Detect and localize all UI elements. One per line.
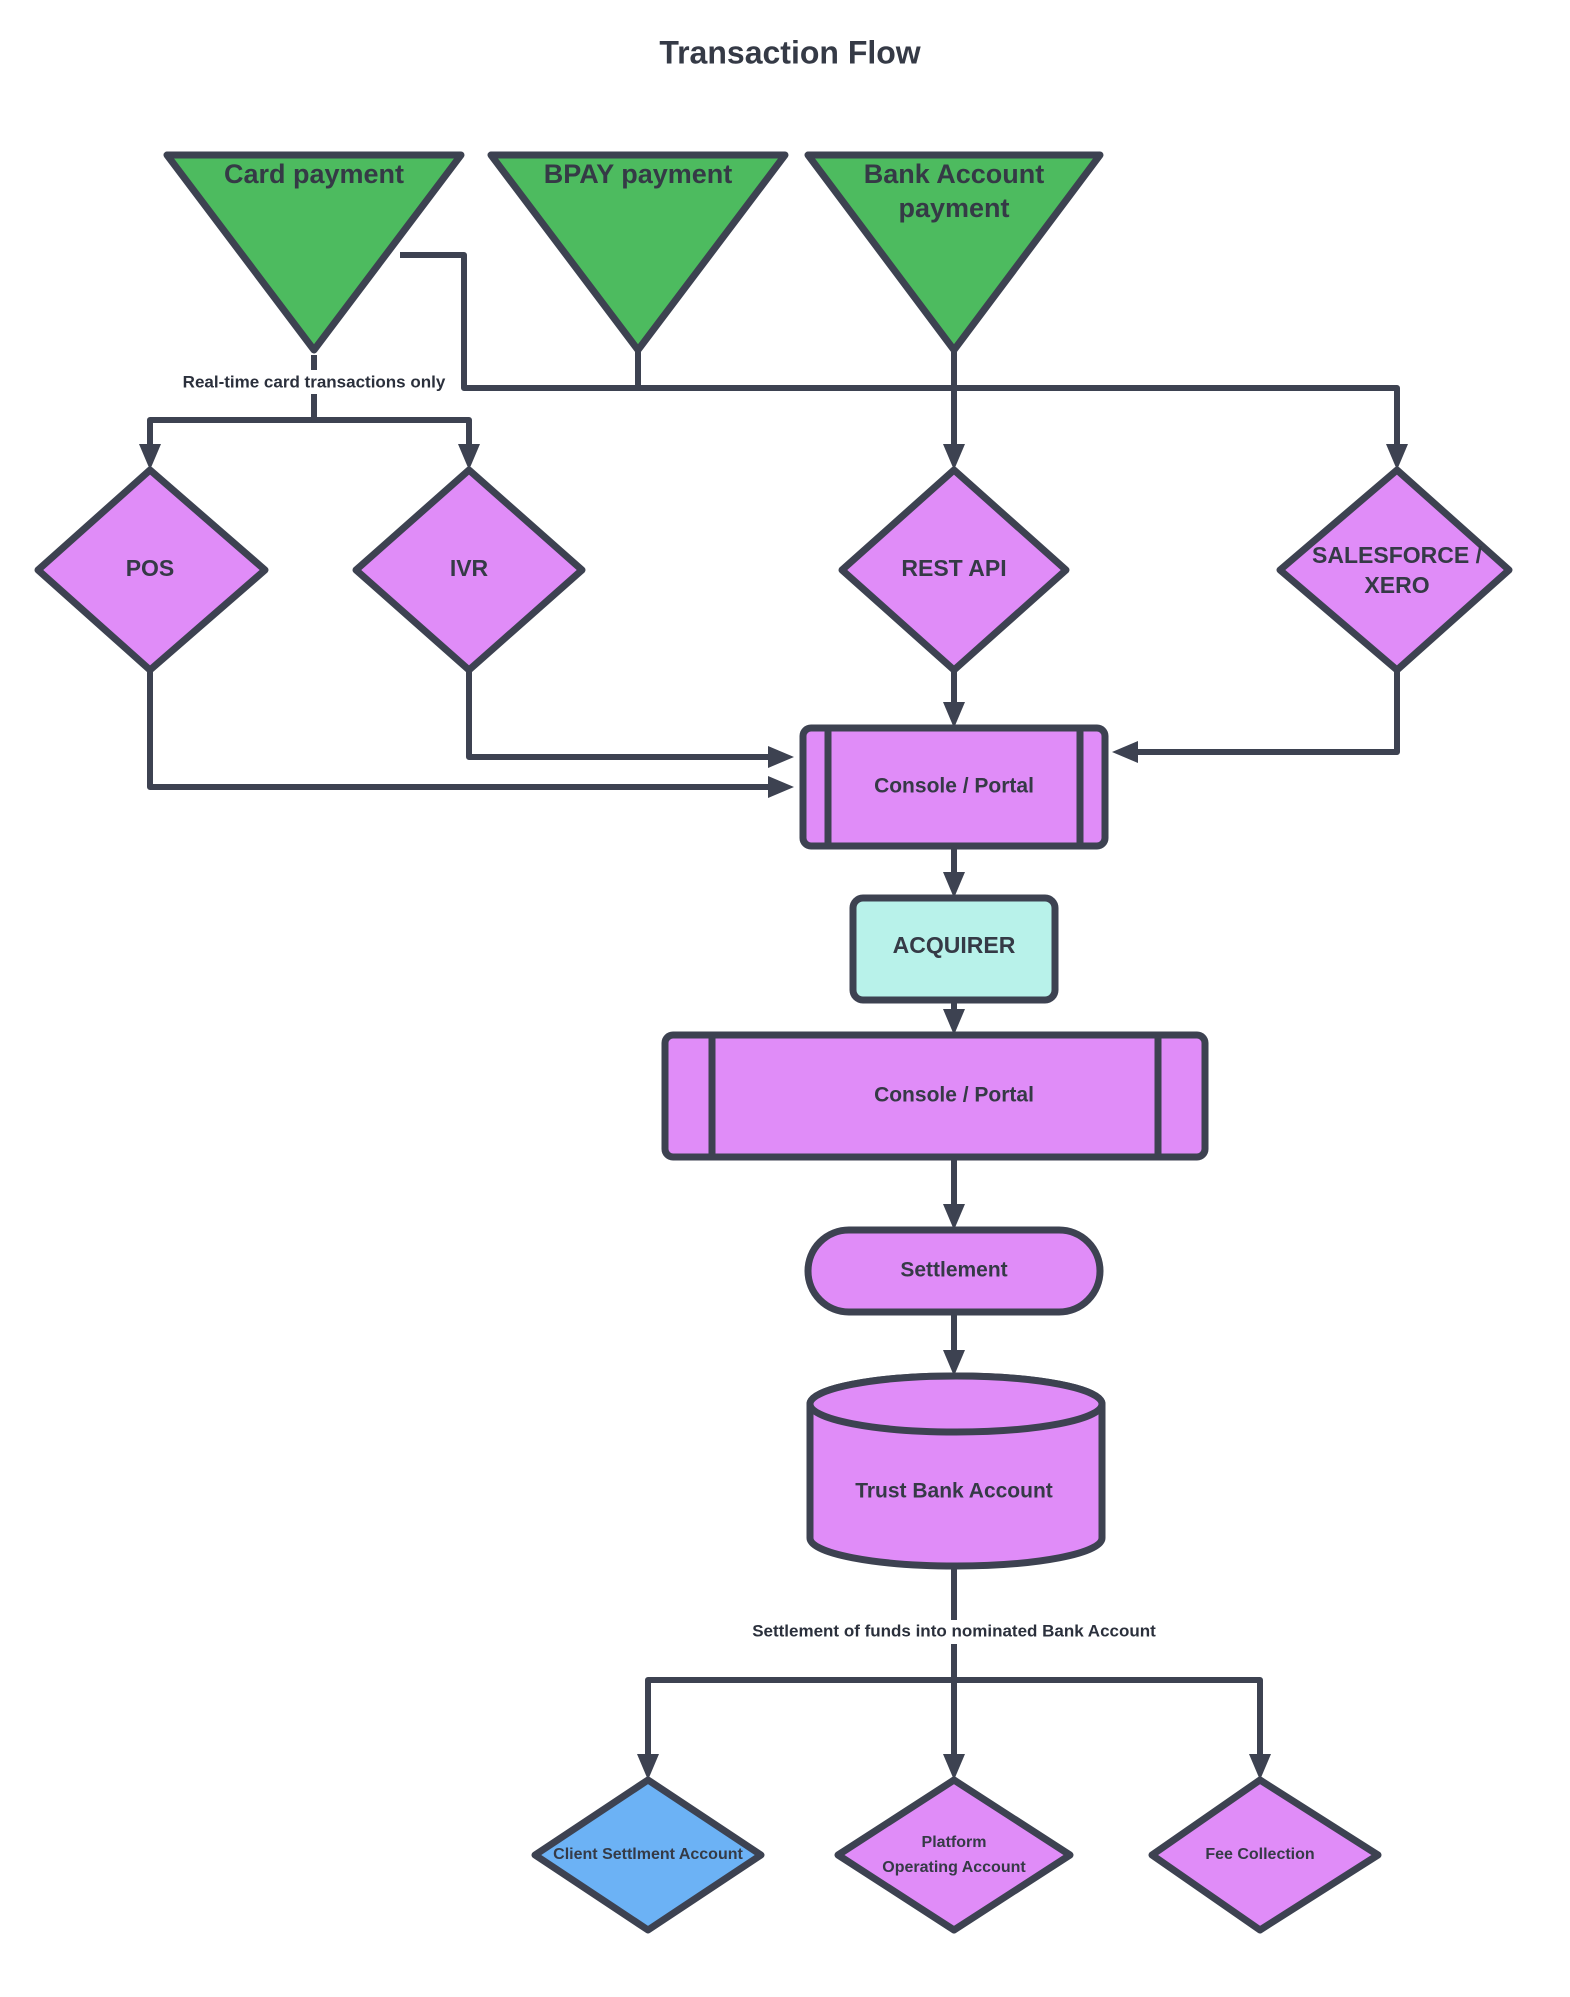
pos-label: POS — [126, 555, 175, 581]
console-portal-1-box — [799, 724, 1109, 850]
fee-collection-label: Fee Collection — [1205, 1846, 1314, 1863]
edge-salesforce-to-console1 — [1136, 670, 1400, 755]
client-settlment-account-label: Client Settlment Account — [553, 1846, 743, 1863]
edge-label-realtime-card: Real-time card transactions only — [183, 372, 446, 391]
console-portal-2-box — [661, 1031, 1209, 1161]
arrowhead-settlement-to-trust — [943, 1350, 965, 1376]
salesforce-xero-label-line1: SALESFORCE / — [1312, 542, 1483, 568]
salesforce-xero-diamond — [1276, 466, 1513, 674]
rest-api-label: REST API — [901, 555, 1006, 581]
node-trust-bank-account[interactable]: Trust Bank Account — [806, 1372, 1106, 1570]
trust-bank-account-label: Trust Bank Account — [855, 1480, 1053, 1503]
arrowhead-bank-to-restapi — [943, 444, 965, 470]
settlement-stadium — [804, 1226, 1104, 1316]
edge-labels-layer: Real-time card transactions only Settlem… — [168, 370, 1168, 1644]
arrowhead-card-to-ivr — [458, 444, 480, 470]
arrowhead-ivr-to-console1 — [768, 746, 794, 768]
arrowhead-trust-to-client — [637, 1754, 659, 1780]
node-bank-account-payment[interactable]: Bank Account payment — [804, 151, 1104, 354]
node-salesforce-xero[interactable]: SALESFORCE / XERO — [1276, 466, 1513, 674]
trust-bank-account-cylinder-top — [806, 1372, 1106, 1436]
platform-operating-account-label-line1: Platform — [922, 1834, 987, 1851]
arrowhead-acquirer-to-console2 — [943, 1009, 965, 1035]
arrowhead-trust-to-platform — [943, 1754, 965, 1780]
edge-card-to-ivr — [311, 355, 472, 448]
bpay-payment-label: BPAY payment — [544, 159, 733, 189]
node-client-settlment-account[interactable]: Client Settlment Account — [531, 1776, 765, 1934]
arrowhead-card-to-salesforce — [1386, 444, 1408, 470]
edges-layer — [139, 252, 1408, 1780]
arrowhead-salesforce-to-console1 — [1112, 741, 1138, 763]
arrowhead-restapi-to-console1 — [943, 702, 965, 728]
console-portal-1-label: Console / Portal — [874, 775, 1034, 798]
arrowhead-pos-to-console1 — [768, 776, 794, 798]
console-portal-2-label: Console / Portal — [874, 1084, 1034, 1107]
node-fee-collection[interactable]: Fee Collection — [1148, 1776, 1382, 1934]
card-payment-triangle — [163, 151, 465, 354]
acquirer-label: ACQUIRER — [893, 932, 1016, 958]
edge-card-to-pos — [147, 355, 317, 448]
settlement-label: Settlement — [900, 1259, 1007, 1282]
page-title: Transaction Flow — [659, 34, 920, 70]
node-settlement[interactable]: Settlement — [804, 1226, 1104, 1316]
node-bpay-payment[interactable]: BPAY payment — [487, 151, 789, 354]
bank-account-payment-triangle — [804, 151, 1104, 354]
card-payment-label: Card payment — [224, 159, 404, 189]
node-ivr[interactable]: IVR — [352, 466, 586, 674]
rest-api-diamond — [838, 466, 1070, 674]
fee-collection-diamond — [1148, 1776, 1382, 1934]
realtime-card-label-bg — [168, 370, 448, 394]
node-platform-operating-account[interactable]: Platform Operating Account — [834, 1776, 1074, 1934]
edge-ivr-to-console1 — [466, 670, 770, 760]
edge-pos-to-console1 — [147, 670, 770, 790]
node-console-portal-1[interactable]: Console / Portal — [799, 724, 1109, 850]
bpay-payment-triangle — [487, 151, 789, 354]
salesforce-xero-label-line2: XERO — [1364, 572, 1429, 598]
node-card-payment[interactable]: Card payment — [163, 151, 465, 354]
acquirer-box — [849, 894, 1059, 1004]
ivr-label: IVR — [450, 555, 489, 581]
node-console-portal-2[interactable]: Console / Portal — [661, 1031, 1209, 1161]
client-settlment-account-diamond — [531, 1776, 765, 1934]
arrowhead-console1-to-acquirer — [943, 872, 965, 898]
platform-operating-account-diamond — [834, 1776, 1074, 1934]
node-rest-api[interactable]: REST API — [838, 466, 1070, 674]
node-pos[interactable]: POS — [34, 466, 269, 674]
arrowhead-console2-to-settlement — [943, 1204, 965, 1230]
arrowhead-trust-to-fee — [1249, 1754, 1271, 1780]
bank-account-payment-label-line2: payment — [898, 193, 1009, 223]
edge-card-to-salesforce — [400, 252, 1400, 448]
settlement-of-funds-label-bg — [740, 1620, 1168, 1644]
node-acquirer[interactable]: ACQUIRER — [849, 894, 1059, 1004]
ivr-diamond — [352, 466, 586, 674]
edge-label-settlement-of-funds: Settlement of funds into nominated Bank … — [752, 1621, 1156, 1640]
pos-diamond — [34, 466, 269, 674]
arrowhead-card-to-pos — [139, 444, 161, 470]
platform-operating-account-label-line2: Operating Account — [882, 1859, 1026, 1876]
bank-account-payment-label-line1: Bank Account — [864, 159, 1045, 189]
